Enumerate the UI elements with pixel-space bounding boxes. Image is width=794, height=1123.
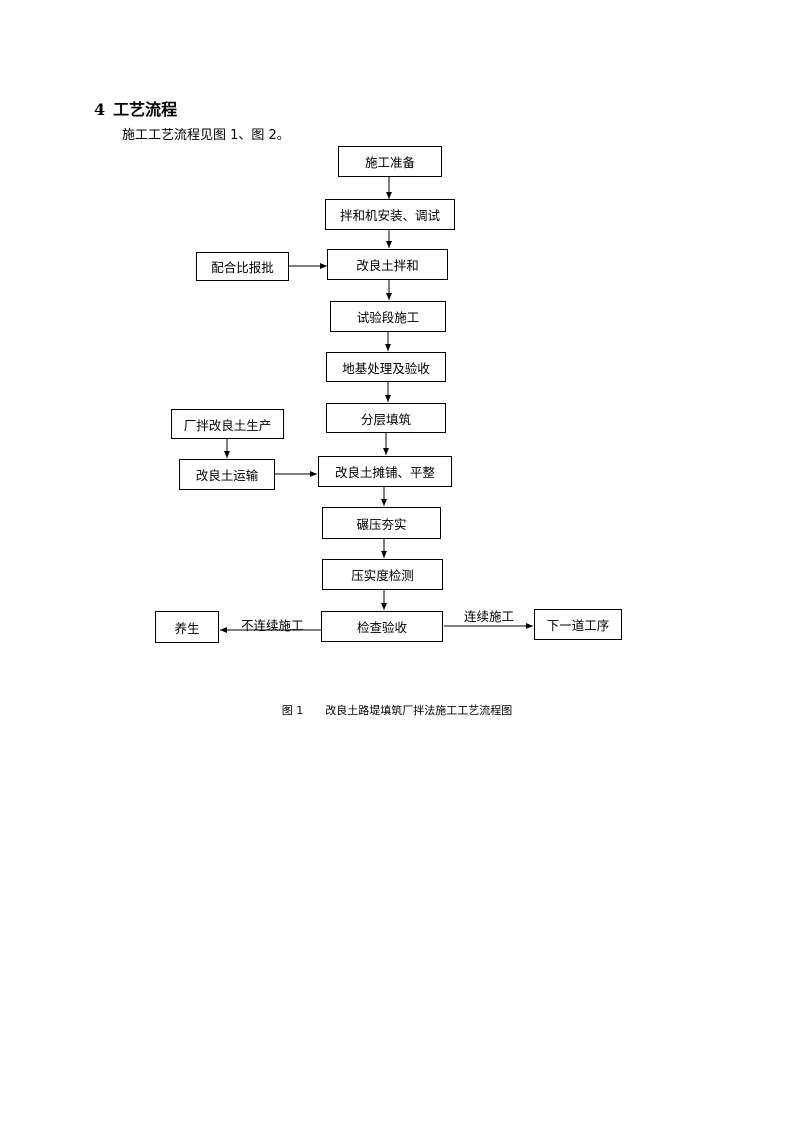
step-inspection: 检查验收 [321,611,443,642]
figure-caption-text: 改良土路堤填筑厂拌法施工工艺流程图 [325,704,513,717]
step-foundation: 地基处理及验收 [326,352,446,382]
section-number: 4 [94,100,106,119]
step-layered-fill: 分层填筑 [326,403,446,433]
step-curing: 养生 [155,611,219,643]
section-title: 工艺流程 [113,100,178,119]
figure-caption: 图 1 改良土路堤填筑厂拌法施工工艺流程图 [0,702,794,718]
label-not-continuous: 不连续施工 [241,618,304,633]
step-mix-approval: 配合比报批 [196,252,289,281]
section-heading: 4 工艺流程 [94,96,177,120]
step-compaction: 碾压夯实 [322,507,441,539]
step-mixer-install: 拌和机安装、调试 [325,199,455,230]
step-trial: 试验段施工 [330,301,446,332]
step-spread: 改良土摊铺、平整 [318,456,452,487]
step-transport: 改良土运输 [179,459,275,490]
label-continuous: 连续施工 [464,609,515,624]
step-density-test: 压实度检测 [322,559,443,590]
step-mixing: 改良土拌和 [327,249,448,280]
intro-text: 施工工艺流程见图 1、图 2。 [122,128,290,143]
figure-number: 图 1 [281,704,304,717]
step-prep: 施工准备 [338,146,442,177]
step-next: 下一道工序 [534,609,622,640]
step-factory-production: 厂拌改良土生产 [171,409,284,439]
